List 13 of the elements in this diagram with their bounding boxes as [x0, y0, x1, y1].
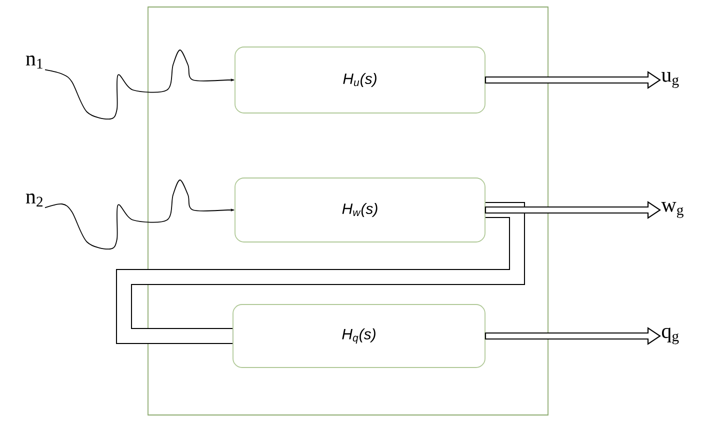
- signal-label: w$_{g}$: [661, 202, 684, 218]
- frame-box: [148, 6, 548, 416]
- signal-label: n$_{1}$: [26, 56, 42, 68]
- signal-arrow: [484, 326, 661, 346]
- transfer-function-box: H$_{w}$(s): [234, 178, 486, 242]
- signal-label: q$_{g}$: [662, 328, 679, 344]
- signal-label: u$_{g}$: [662, 72, 679, 88]
- transfer-function-box: H$_{u}$(s): [234, 46, 486, 114]
- feedback-path: [116, 202, 525, 344]
- transfer-function-box: H$_{q}$(s): [232, 304, 486, 368]
- signal-arrow: [484, 70, 661, 90]
- signal-arrow: [484, 200, 661, 220]
- signal-label: n$_{2}$: [26, 194, 42, 206]
